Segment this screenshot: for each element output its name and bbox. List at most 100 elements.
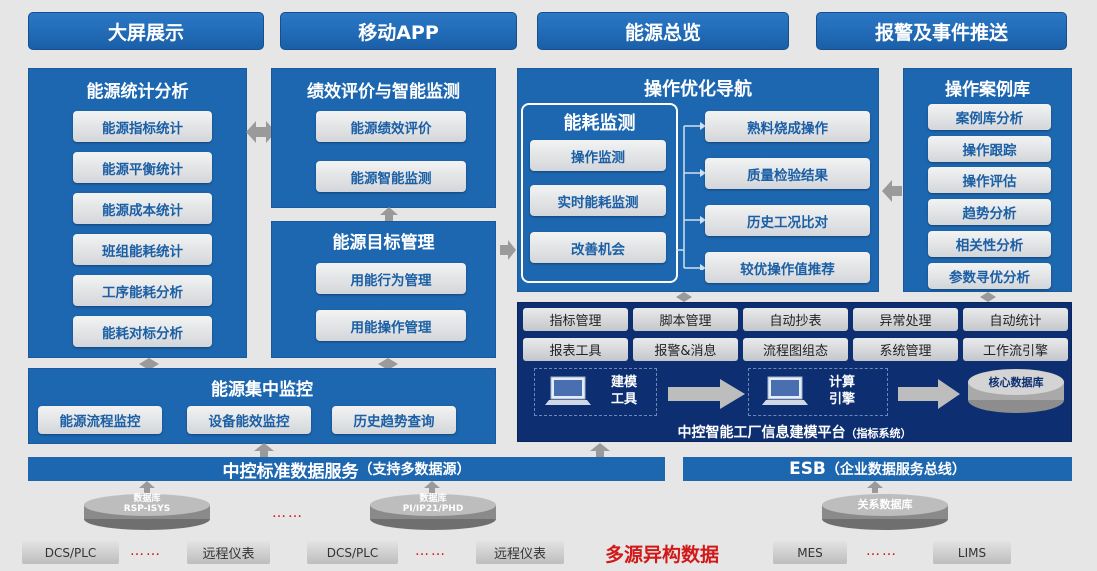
ellipsis: …… [272, 505, 304, 521]
relational-db-label: 关系数据库 [857, 498, 913, 511]
energy-monitor-title: 能耗监测 [563, 113, 636, 134]
up-arrow-icon [590, 443, 610, 457]
top-nav-energy-overview[interactable]: 能源总览 [537, 12, 789, 50]
realtime-consumption-monitor-button[interactable]: 实时能耗监测 [530, 185, 666, 216]
equipment-efficiency-monitor-button[interactable]: 设备能效监控 [187, 406, 311, 434]
bracket-connector [676, 122, 706, 270]
pi-db-sub: PI/IP21/PHD [402, 504, 464, 514]
platform-alarm-message-button[interactable]: 报警&消息 [633, 338, 738, 361]
calc-engine-box [748, 368, 888, 416]
energy-cost-stats-button[interactable]: 能源成本统计 [73, 193, 212, 224]
double-arrow-icon [246, 121, 276, 143]
platform-title-note: （指标系统） [845, 427, 912, 440]
connector-icon [139, 358, 159, 370]
source-dcs-plc-1: DCS/PLC [22, 541, 119, 564]
team-consumption-stats-button[interactable]: 班组能耗统计 [73, 234, 212, 265]
target-mgmt-title: 能源目标管理 [332, 233, 435, 253]
ellipsis: …… [130, 543, 162, 559]
correlation-analysis-button[interactable]: 相关性分析 [928, 231, 1051, 257]
laptop-icon [545, 376, 591, 405]
energy-performance-eval-button[interactable]: 能源绩效评价 [316, 111, 466, 142]
calc-engine-label: 计算 引擎 [828, 375, 855, 407]
up-arrow-icon [867, 481, 883, 493]
rsp-db-name: 数据库 [133, 494, 161, 504]
database-icon [370, 494, 496, 530]
param-optimization-button[interactable]: 参数寻优分析 [928, 263, 1051, 289]
modeling-tool-label: 建模 工具 [610, 375, 637, 407]
source-dcs-plc-2: DCS/PLC [307, 541, 398, 564]
central-monitor-title: 能源集中监控 [211, 380, 313, 400]
performance-title: 绩效评价与智能监测 [307, 82, 460, 102]
data-service-bar: 中控标准数据服务（支持多数据源） [28, 457, 665, 482]
ellipsis: …… [866, 543, 898, 559]
improvement-opportunity-button[interactable]: 改善机会 [530, 232, 666, 263]
top-nav-alarm-push[interactable]: 报警及事件推送 [816, 12, 1067, 50]
energy-behavior-mgmt-button[interactable]: 用能行为管理 [316, 263, 466, 294]
source-remote-meter-2: 远程仪表 [476, 541, 564, 564]
connector-icon [378, 358, 398, 370]
energy-balance-stats-button[interactable]: 能源平衡统计 [73, 152, 212, 183]
platform-system-mgmt-button[interactable]: 系统管理 [853, 338, 958, 361]
core-db-label: 核心数据库 [988, 376, 1044, 389]
operation-evaluation-button[interactable]: 操作评估 [928, 167, 1051, 193]
case-lib-title: 操作案例库 [945, 80, 1030, 100]
data-service-title: 中控标准数据服务 [222, 461, 359, 482]
energy-operation-mgmt-button[interactable]: 用能操作管理 [316, 310, 466, 341]
platform-auto-meter-button[interactable]: 自动抄表 [743, 308, 848, 331]
platform-report-tool-button[interactable]: 报表工具 [523, 338, 628, 361]
platform-indicator-mgmt-button[interactable]: 指标管理 [523, 308, 628, 331]
operation-monitor-button[interactable]: 操作监测 [530, 140, 666, 171]
source-lims: LIMS [933, 541, 1011, 564]
up-arrow-icon [139, 481, 155, 493]
platform-title-text: 中控智能工厂信息建模平台 [677, 425, 846, 441]
multi-source-label: 多源异构数据 [605, 544, 720, 566]
source-remote-meter-1: 远程仪表 [187, 541, 270, 564]
database-icon [968, 369, 1064, 413]
energy-process-monitor-button[interactable]: 能源流程监控 [38, 406, 162, 434]
optimal-value-recommend-button[interactable]: 较优操作值推荐 [705, 252, 870, 283]
clinker-firing-op-button[interactable]: 熟料烧成操作 [705, 111, 870, 142]
esb-bar: ESB（企业数据服务总线） [683, 457, 1072, 481]
up-arrow-icon [380, 207, 398, 221]
platform-title: 中控智能工厂信息建模平台（指标系统） [517, 422, 1072, 442]
up-arrow-icon [254, 443, 274, 457]
history-trend-query-button[interactable]: 历史趋势查询 [332, 406, 456, 434]
esb-title: ESB [789, 459, 826, 479]
right-arrow-icon [668, 379, 745, 409]
operation-tracking-button[interactable]: 操作跟踪 [928, 136, 1051, 162]
platform-flowchart-config-button[interactable]: 流程图组态 [743, 338, 848, 361]
source-mes: MES [773, 541, 847, 564]
consumption-benchmark-analysis-button[interactable]: 能耗对标分析 [73, 316, 212, 347]
process-consumption-analysis-button[interactable]: 工序能耗分析 [73, 275, 212, 306]
database-icon [84, 494, 210, 530]
platform-auto-stats-button[interactable]: 自动统计 [963, 308, 1068, 331]
data-service-note: （支持多数据源） [358, 462, 471, 478]
energy-monitor-box: 能耗监测 [521, 103, 678, 283]
laptop-icon [762, 376, 808, 405]
energy-stats-title: 能源统计分析 [86, 82, 189, 102]
pi-db-name: 数据库 [419, 494, 447, 504]
connector-icon [676, 292, 692, 302]
rsp-db-sub: RSP-ISYS [123, 504, 171, 514]
ellipsis: …… [415, 543, 447, 559]
up-arrow-icon [424, 481, 440, 493]
op-nav-title: 操作优化导航 [644, 79, 752, 100]
top-nav-mobile-app[interactable]: 移动APP [280, 12, 517, 50]
right-arrow-icon [500, 240, 516, 260]
trend-analysis-button[interactable]: 趋势分析 [928, 199, 1051, 225]
energy-indicator-stats-button[interactable]: 能源指标统计 [73, 111, 212, 142]
platform-script-mgmt-button[interactable]: 脚本管理 [633, 308, 738, 331]
quality-inspection-result-button[interactable]: 质量检验结果 [705, 158, 870, 189]
left-arrow-icon [882, 180, 902, 202]
platform-exception-handle-button[interactable]: 异常处理 [853, 308, 958, 331]
energy-smart-monitor-button[interactable]: 能源智能监测 [316, 161, 466, 192]
connector-icon [980, 292, 996, 302]
top-nav-bigscreen[interactable]: 大屏展示 [28, 12, 264, 50]
history-condition-compare-button[interactable]: 历史工况比对 [705, 205, 870, 236]
database-icon [822, 494, 948, 530]
platform-workflow-engine-button[interactable]: 工作流引擎 [963, 338, 1068, 361]
case-lib-analysis-button[interactable]: 案例库分析 [928, 104, 1051, 130]
modeling-tool-box [534, 368, 657, 416]
